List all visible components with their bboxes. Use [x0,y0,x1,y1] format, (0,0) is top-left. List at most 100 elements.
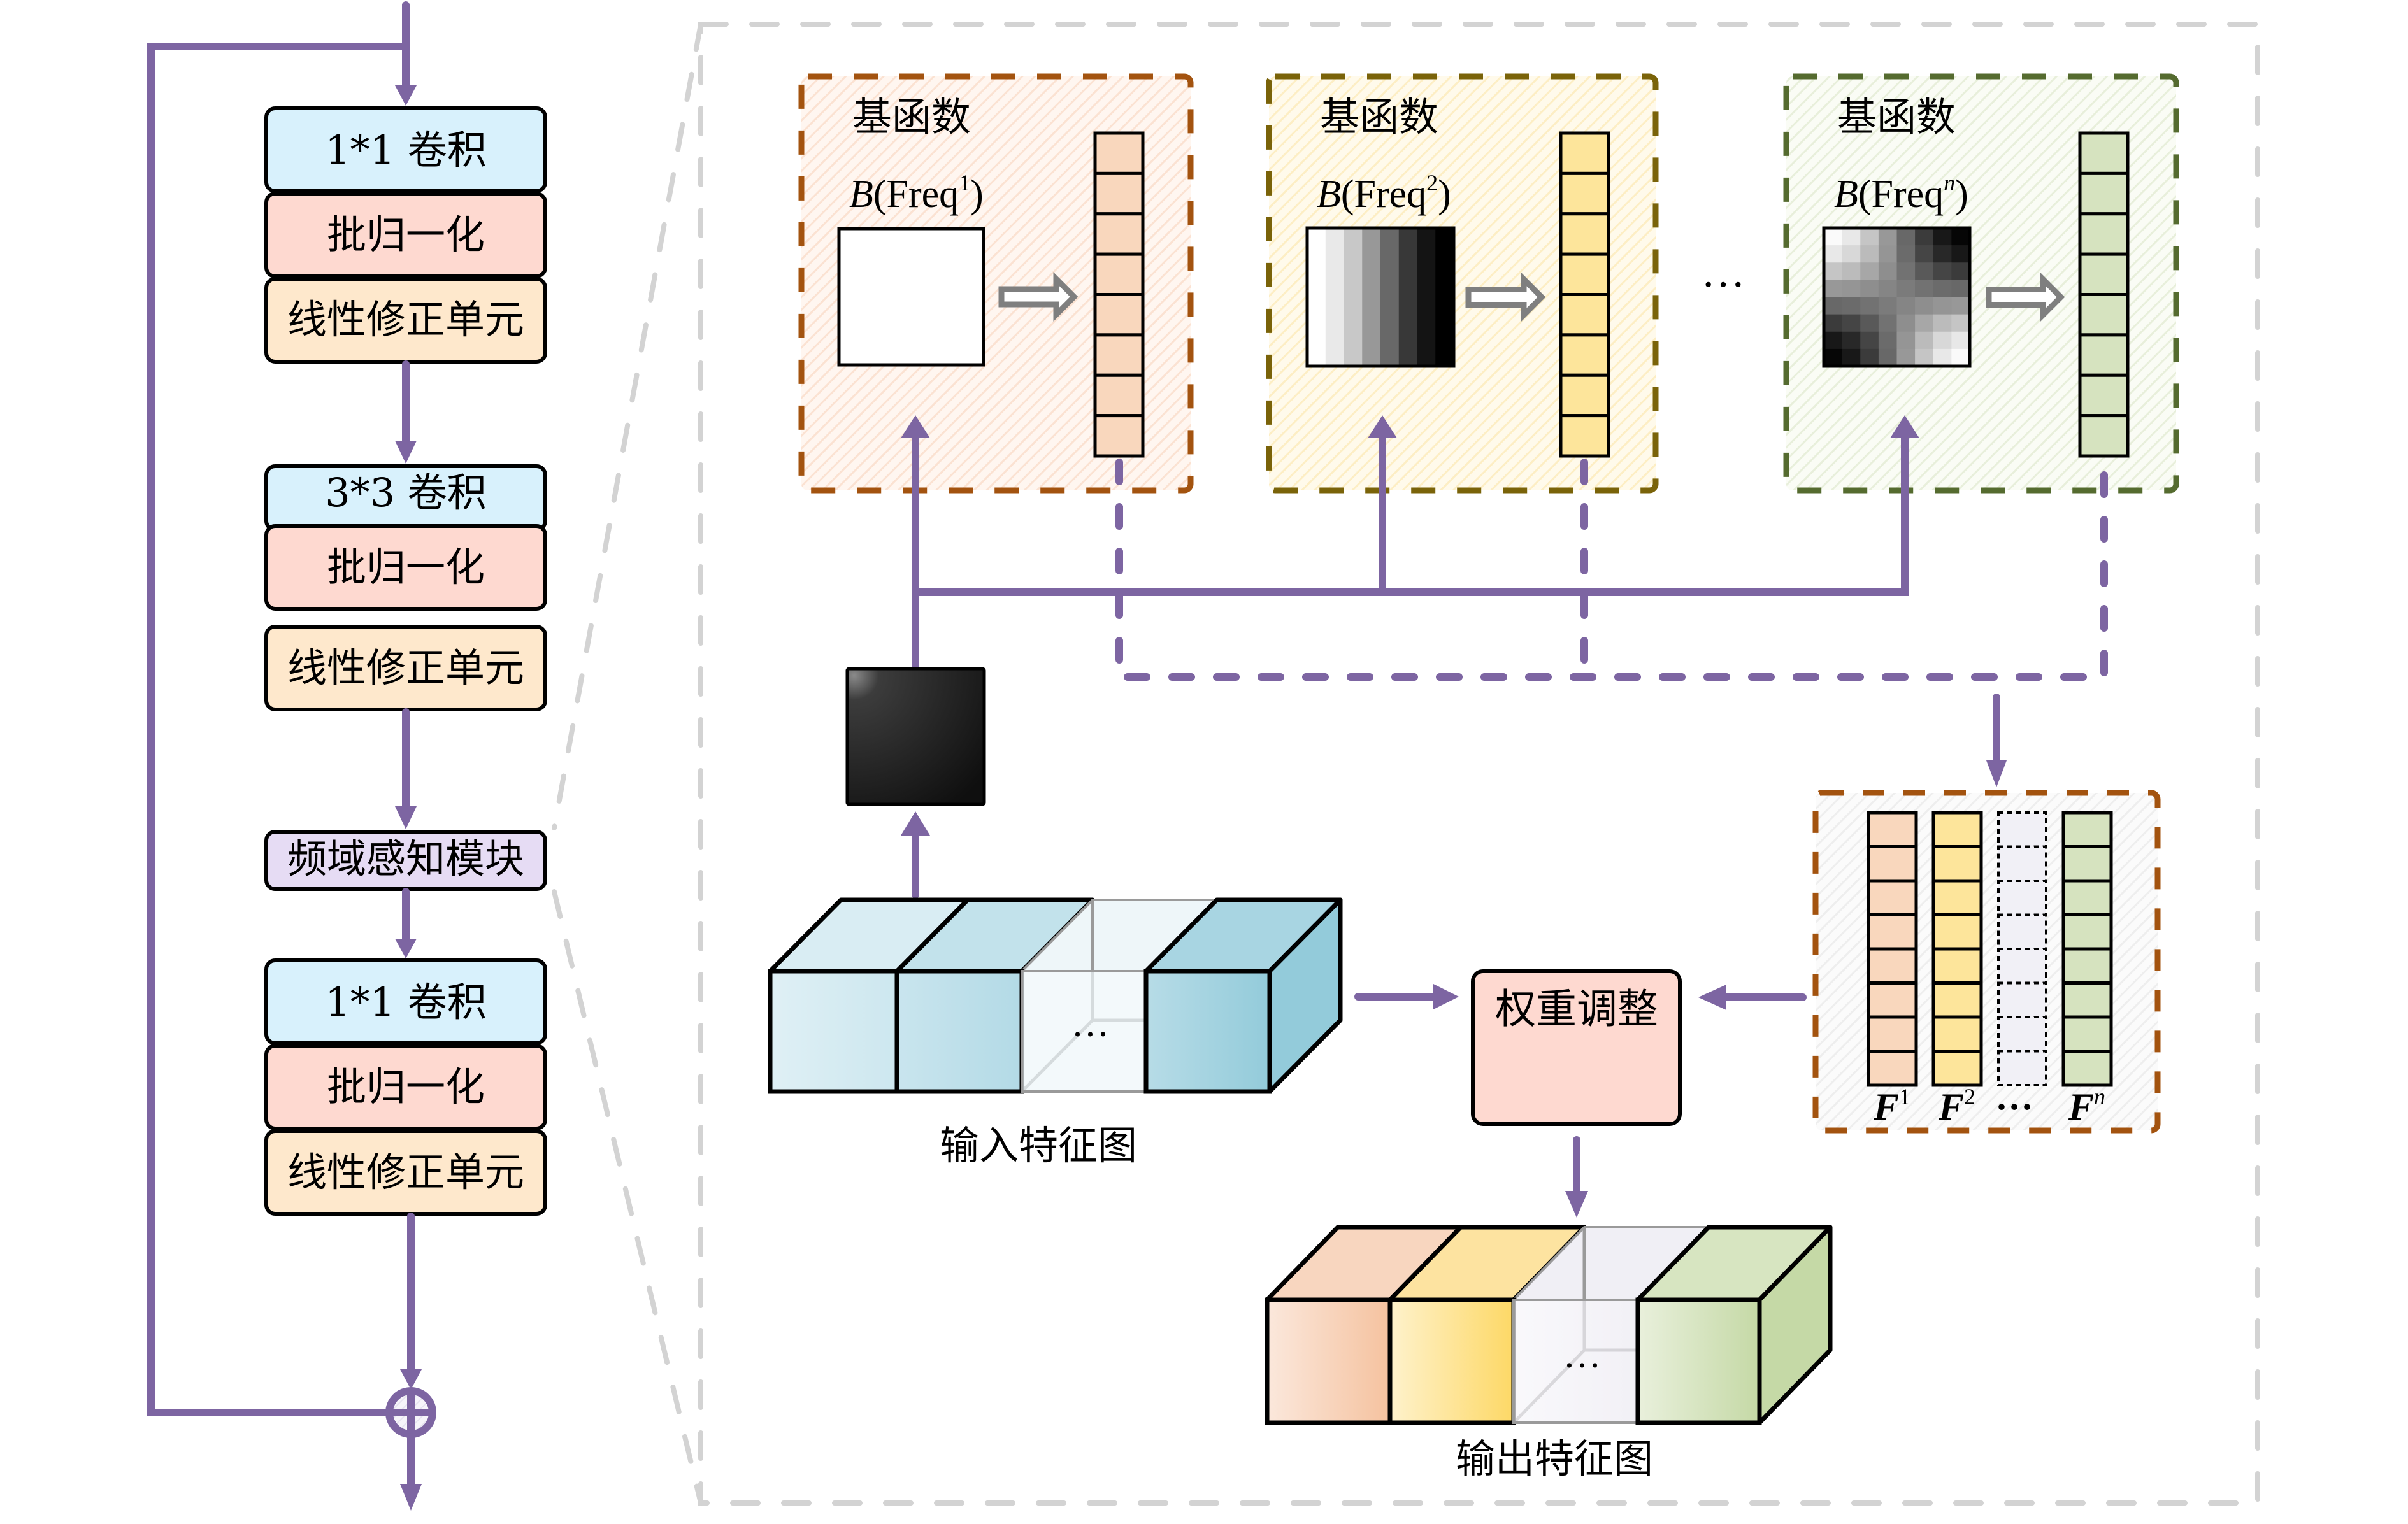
cube-channel [1265,1297,1393,1425]
vector-cell [1997,1050,2047,1086]
basis-panel-title: 基函数 [1320,94,1438,140]
vector-cell [1559,333,1610,377]
arrow-down-icon [400,1484,422,1511]
vector-collect-dashed-line [1115,459,2108,681]
cube-ellipsis: ··· [1563,1344,1602,1386]
vector-cell [1997,913,2047,950]
vector-cell [2061,845,2113,883]
conv1x1-layer[interactable] [264,106,547,193]
basis-panel-border [798,73,1194,494]
zoom-guide-top [552,22,703,830]
sum-node [385,1387,436,1438]
output-feature-map: ··· [1265,1225,1833,1425]
arrow-up-icon [1368,415,1397,438]
vector-cell [1093,293,1145,337]
relu-label: 线性修正单元 [287,644,524,691]
vector-cell [1093,131,1145,175]
batchnorm-label: 批归一化 [327,211,485,258]
vector-cell [1867,947,1918,985]
vector-cell [2061,811,2113,848]
vector-cell [2078,293,2130,337]
vector-cell [1867,845,1918,883]
vector-cell [1931,913,1983,951]
vector-cell [1867,913,1918,951]
basis-panel-title: 基函数 [1837,94,1956,140]
panel-ellipsis: ··· [1701,260,1745,310]
vector-cell [1867,1050,1918,1087]
vector-cell [1559,252,1610,296]
basis-formula: B(Freq2) [1317,170,1451,216]
vector-cell [2061,947,2113,985]
relu-layer[interactable] [264,1129,547,1216]
coefficient-vector [2078,131,2130,458]
weight-adjust-label: 权重调整 [1495,986,1658,1034]
vector-cell [1997,1016,2047,1053]
arrow-down-icon [1565,1191,1588,1218]
vector-cell [2078,333,2130,377]
vector-cell [1931,879,1983,916]
vector-cell [1997,811,2047,848]
basis-connectors [901,415,2108,787]
vector-cell [2061,913,2113,951]
vector-cell [2061,1050,2113,1087]
pooled-feature-image [845,667,986,806]
weight-adjust-box[interactable] [1471,969,1682,1126]
arrow-down-icon [1986,760,2007,787]
vector-cell [1559,212,1610,256]
vector-cell [1997,981,2047,1018]
vector-cell [2061,981,2113,1019]
frequency-vector: F2 [1931,811,1983,1128]
cube-channel [768,969,899,1094]
arrow-up-icon [901,415,930,438]
arrow-left-icon [1698,985,1726,1010]
vector-cell [1931,845,1983,883]
input-feature-map: ··· [768,897,1343,1094]
basis-panel: 基函数 B(Freq2) [1266,73,1659,494]
arrow-down-icon [400,1369,422,1390]
vector-cell [2061,879,2113,916]
vector-cell [1867,879,1918,916]
vector-cell [1867,981,1918,1019]
vector-cell [1997,948,2047,985]
batchnorm-layer[interactable] [264,524,547,611]
batchnorm-layer[interactable] [264,192,547,278]
arrow-down-icon [395,85,417,106]
conv1x1-layer[interactable] [264,958,547,1045]
vector-cell [2078,212,2130,256]
vector-cell [2078,373,2130,418]
conv1x1-label: 1*1 卷积 [325,127,487,173]
vector-cell [2078,131,2130,175]
frequency-vector-label: ··· [1995,1086,2033,1128]
cube-channel [894,969,1024,1094]
frequency-vector: F1 [1867,811,1918,1128]
vector-cell [2061,1015,2113,1053]
vector-cell [1931,1050,1983,1087]
batchnorm-label: 批归一化 [327,1064,485,1110]
frequency-vector-label: F1 [1873,1084,1910,1128]
cube-channel [1143,969,1272,1094]
vector-cell [1093,373,1145,418]
vector-cell [1931,981,1983,1019]
basis-formula: B(Freq1) [849,170,984,216]
frequency-vector-label: Fn [2068,1084,2105,1128]
zoom-frame [552,22,2260,1506]
vector-cell [1931,1015,1983,1053]
input-feature-map-label: 输入特征图 [940,1122,1137,1169]
batchnorm-layer[interactable] [264,1044,547,1130]
vector-cell [1559,293,1610,337]
skip-connection [147,43,410,1416]
block-3: 1*1 卷积 批归一化 线性修正单元 [264,958,547,1216]
vector-cell [1931,811,1983,848]
vector-cell [1997,880,2047,916]
relu-label: 线性修正单元 [287,296,524,343]
conv1x1-label: 1*1 卷积 [325,979,487,1025]
vector-cell [1559,171,1610,216]
arrow-right-icon [1433,984,1459,1009]
arrow-up-icon [1890,415,1919,438]
vector-cell [1093,212,1145,256]
vector-cell [1867,1015,1918,1053]
frequency-vector-label: F2 [1938,1084,1975,1128]
